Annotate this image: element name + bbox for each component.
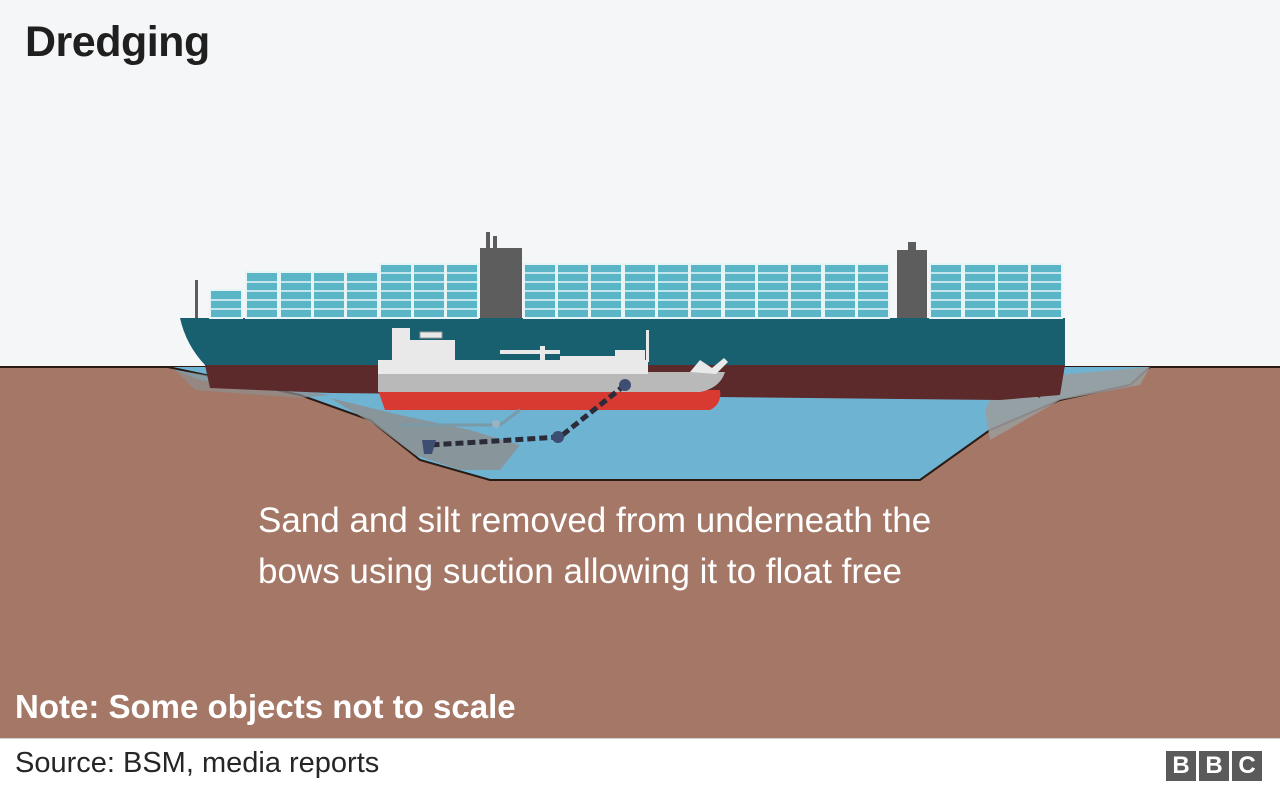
dredger-mast — [646, 330, 649, 362]
bow-mast — [195, 280, 198, 318]
ship-funnel-top — [908, 242, 916, 250]
caption: Sand and silt removed from underneath th… — [258, 495, 1158, 597]
dredger-ship-icon — [378, 328, 728, 410]
ship-rudder — [1018, 372, 1041, 398]
suction-pipe-secondary — [400, 408, 521, 427]
suction-pipe — [429, 383, 627, 448]
dredger-crane-arm — [500, 350, 560, 354]
ship-funnel — [897, 250, 927, 318]
dredger-bridge — [392, 328, 455, 360]
bbc-logo-letter-3: C — [1232, 751, 1262, 781]
dredger-hull-grey — [378, 372, 725, 392]
diagram-scene — [0, 232, 1280, 738]
bridge-tower — [480, 248, 522, 318]
source-text: Source: BSM, media reports — [15, 747, 380, 779]
dredger-gantry — [690, 358, 728, 374]
diagram-title: Dredging — [25, 18, 210, 66]
dredger-deck — [378, 360, 648, 374]
dredger-bridge-window — [419, 331, 443, 339]
scale-note: Note: Some objects not to scale — [15, 688, 516, 725]
pipe-joint-1 — [619, 379, 631, 391]
dredger-crane-base — [560, 356, 620, 362]
container-rows-front — [210, 272, 478, 310]
bbc-logo-letter-1: B — [1166, 751, 1196, 781]
dredger-crane-post — [540, 346, 545, 360]
suction-pipe-icon — [400, 379, 631, 454]
dredger-superstructure — [615, 350, 645, 362]
pipe-joint-2 — [552, 431, 564, 443]
footer: Source: BSM, media reports B B C — [0, 738, 1280, 792]
bridge-mast-2 — [493, 236, 497, 248]
bbc-logo-letter-2: B — [1199, 751, 1229, 781]
dredger-hull-red — [378, 390, 721, 410]
ground — [0, 367, 1280, 738]
bridge-mast — [486, 232, 490, 248]
pipe-joint-3 — [492, 420, 500, 428]
container-rows-rear — [524, 272, 1062, 310]
caption-line-1: Sand and silt removed from underneath th… — [258, 501, 932, 540]
silt-deposit-bow — [330, 398, 520, 470]
caption-line-2: bows using suction allowing it to float … — [258, 552, 902, 591]
bbc-logo: B B C — [1166, 751, 1262, 781]
suction-head — [422, 440, 436, 454]
